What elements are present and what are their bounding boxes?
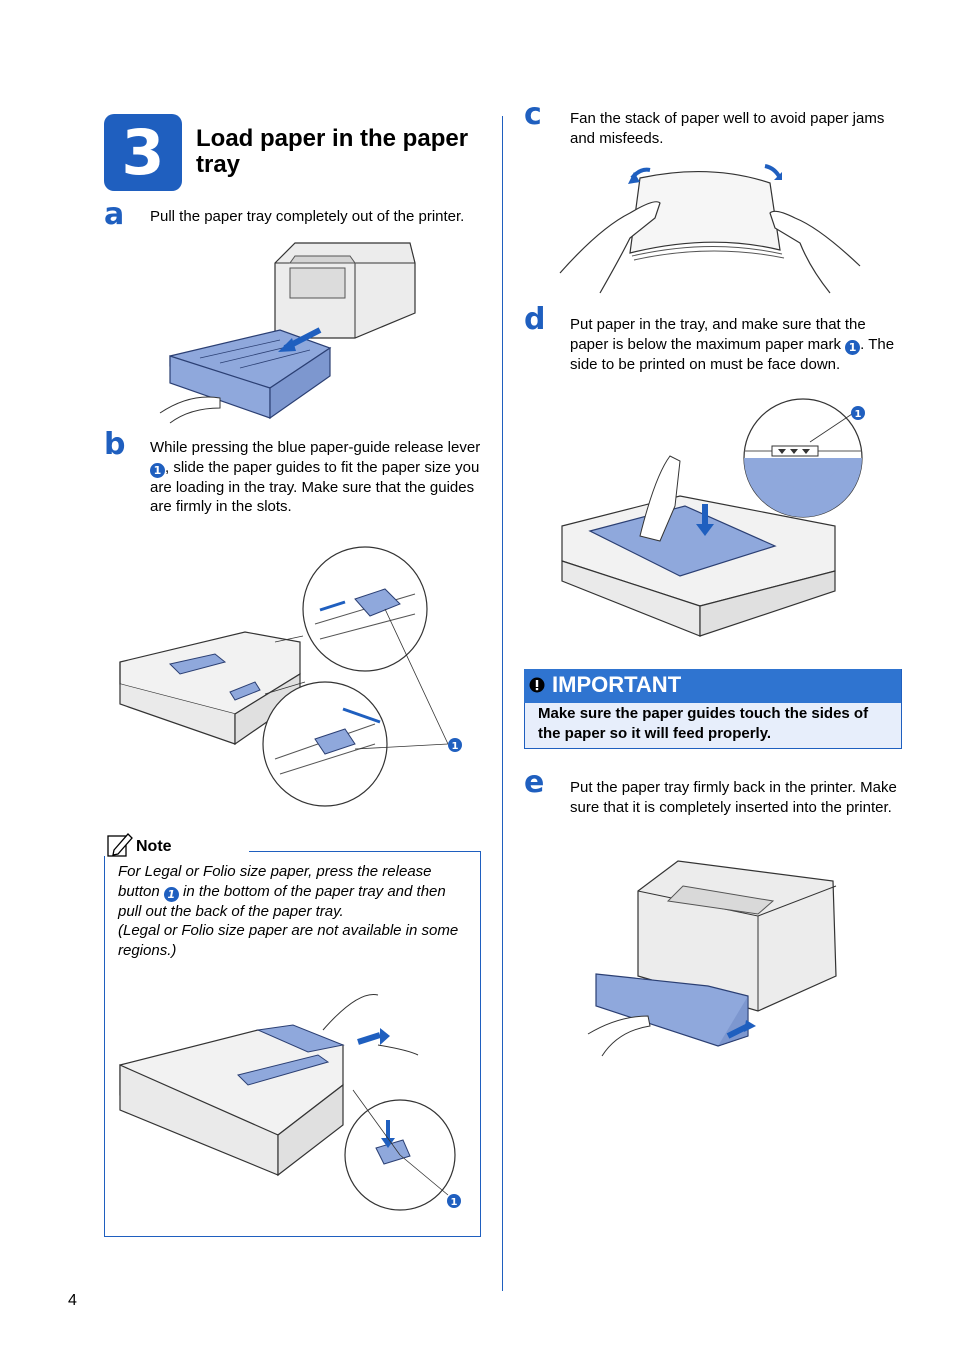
- step-e-text: Put the paper tray firmly back in the pr…: [570, 779, 897, 816]
- note-box: [104, 851, 481, 1237]
- step-letter-a: a: [104, 197, 125, 232]
- step-letter-e: e: [524, 765, 545, 800]
- step-b-text: While pressing the blue paper-guide rele…: [150, 438, 485, 517]
- illustration-insert-tray: [587, 860, 837, 1057]
- callout-1-badge: 1: [845, 339, 861, 355]
- important-title: IMPORTANT: [552, 672, 682, 697]
- important-text: Make sure the paper guides touch the sid…: [538, 705, 869, 742]
- illustration-load-paper: 1: [561, 398, 865, 637]
- step-d-text-after: . The side to be printed on must be face…: [570, 335, 895, 373]
- callout-1-label: 1: [452, 741, 459, 752]
- step-letter-b: b: [104, 427, 126, 462]
- illustration-extend-tray: 1: [119, 993, 461, 1211]
- step-d-text-before: Put paper in the tray, and make sure tha…: [570, 316, 866, 353]
- callout-1-badge: 1: [163, 886, 179, 902]
- illustration-pull-tray: [159, 242, 416, 424]
- note-border-gap: [104, 846, 249, 856]
- callout-1-label: 1: [855, 409, 862, 420]
- step-letter-d: d: [524, 302, 546, 337]
- exclamation-icon: [529, 677, 545, 693]
- step-b-text-after: , slide the paper guides to fit the pape…: [150, 458, 480, 516]
- note-label: Note: [136, 838, 172, 855]
- callout-1-badge: 1: [150, 462, 165, 478]
- note-text-2: (Legal or Folio size paper are not avail…: [118, 922, 459, 959]
- note-text: For Legal or Folio size paper, press the…: [118, 862, 470, 960]
- step-d-text: Put paper in the tray, and make sure tha…: [570, 315, 905, 374]
- step-b-text-before: While pressing the blue paper-guide rele…: [150, 439, 481, 456]
- step-c-text: Fan the stack of paper well to avoid pap…: [570, 110, 885, 147]
- step-number-box: 3: [104, 114, 182, 191]
- illustration-fan-paper: [559, 164, 861, 294]
- note-pencil-icon: [107, 833, 133, 857]
- important-header: [524, 669, 901, 703]
- column-divider: [502, 116, 503, 1291]
- step-a-text: Pull the paper tray completely out of th…: [150, 208, 465, 225]
- note-text-after: in the bottom of the paper tray and then…: [118, 882, 446, 920]
- section-title: Load paper in the paper tray: [196, 125, 469, 178]
- step-letter-c: c: [524, 97, 542, 132]
- page-number: 4: [68, 1292, 77, 1309]
- callout-1-label: 1: [451, 1197, 458, 1208]
- note-text-before: For Legal or Folio size paper, press the…: [118, 863, 432, 900]
- illustration-slide-guides: 1: [119, 546, 462, 807]
